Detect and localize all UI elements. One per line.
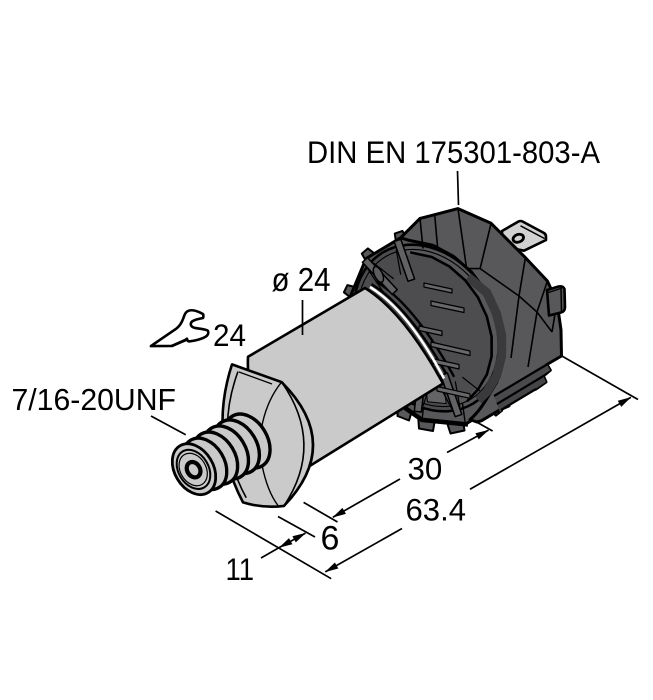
svg-text:ø 24: ø 24 xyxy=(272,261,331,298)
svg-text:11: 11 xyxy=(226,551,255,587)
svg-text:24: 24 xyxy=(213,317,246,353)
svg-text:30: 30 xyxy=(408,451,443,487)
svg-text:DIN EN 175301-803-A: DIN EN 175301-803-A xyxy=(307,134,600,170)
svg-text:6: 6 xyxy=(321,520,340,558)
svg-text:7/16-20UNF: 7/16-20UNF xyxy=(12,383,177,417)
svg-text:63.4: 63.4 xyxy=(406,492,467,528)
